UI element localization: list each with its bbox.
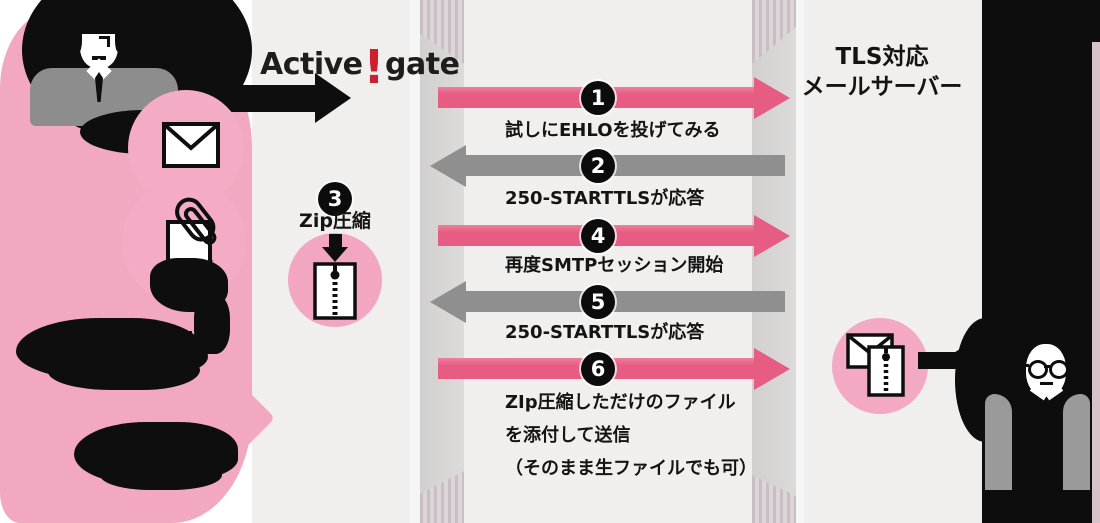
step1-badge: 1 [581, 81, 615, 115]
sender-mouth [92, 56, 106, 60]
activegate-logo: Active ! gate [260, 38, 460, 94]
logo-exclamation: ! [363, 40, 385, 94]
step2-badge: 2 [581, 149, 615, 183]
step2-label: 250-STARTTLSが応答 [505, 188, 705, 209]
wall-left-gap [410, 0, 420, 523]
glasses-temple-left [1022, 364, 1029, 367]
step6-arrow-head [754, 348, 790, 390]
step2-arrow-head [430, 145, 466, 187]
server-title: TLS対応 メールサーバー [798, 42, 966, 102]
sender-hair-left [74, 24, 82, 52]
glasses-right-lens [1049, 360, 1069, 379]
step6-line3: （そのまま生ファイルでも可） [505, 458, 757, 479]
step4-badge: 4 [581, 219, 615, 253]
recipient-mouth [1040, 382, 1053, 385]
step3-label: Zip圧縮 [299, 210, 371, 232]
sender-brow [99, 36, 110, 47]
sender-hair-right [115, 24, 123, 52]
step5-label: 250-STARTTLSが応答 [505, 322, 705, 343]
step5-badge: 5 [581, 285, 615, 319]
zipped-mail-icon [846, 333, 905, 397]
step1-arrow-head [754, 77, 790, 119]
right-edge-top [1092, 0, 1100, 42]
black-right-arrow-head [315, 73, 351, 123]
right-edge-strip [1092, 0, 1100, 523]
step3-badge: 3 [318, 182, 352, 216]
glasses-left-lens [1028, 360, 1048, 379]
server-title-line2: メールサーバー [801, 74, 963, 100]
step6-badge: 6 [581, 352, 615, 386]
down-arrow-head [322, 247, 348, 262]
down-arrow-icon [329, 234, 342, 247]
step1-label: 試しにEHLOを投げてみる [505, 120, 721, 141]
recipient-shoulder-right [1063, 394, 1090, 490]
zip-file-icon [313, 262, 357, 320]
logo-gate-text: gate [385, 46, 460, 82]
step2-arrow [466, 155, 785, 176]
recipient-shoulder-left [985, 394, 1012, 490]
scribble-text-1b [48, 350, 200, 390]
step4-arrow-head [754, 215, 790, 257]
logo-active-text: Active [260, 46, 363, 82]
step6-line1: ZIp圧縮しただけのファイル [505, 392, 736, 413]
server-title-line1: TLS対応 [835, 44, 929, 70]
glasses-bridge [1044, 365, 1050, 368]
glasses-temple-right [1065, 364, 1072, 367]
envelope-icon [162, 122, 220, 168]
wall-right-gap [796, 0, 804, 523]
scribble-text-2b [100, 460, 222, 490]
step5-arrow [466, 291, 785, 312]
sender-tie [95, 72, 103, 102]
step6-line2: を添付して送信 [505, 425, 631, 446]
step5-arrow-head [430, 281, 466, 323]
step6-label: ZIp圧縮しただけのファイル を添付して送信 （そのまま生ファイルでも可） [505, 386, 757, 485]
step4-label: 再度SMTPセッション開始 [505, 255, 724, 276]
